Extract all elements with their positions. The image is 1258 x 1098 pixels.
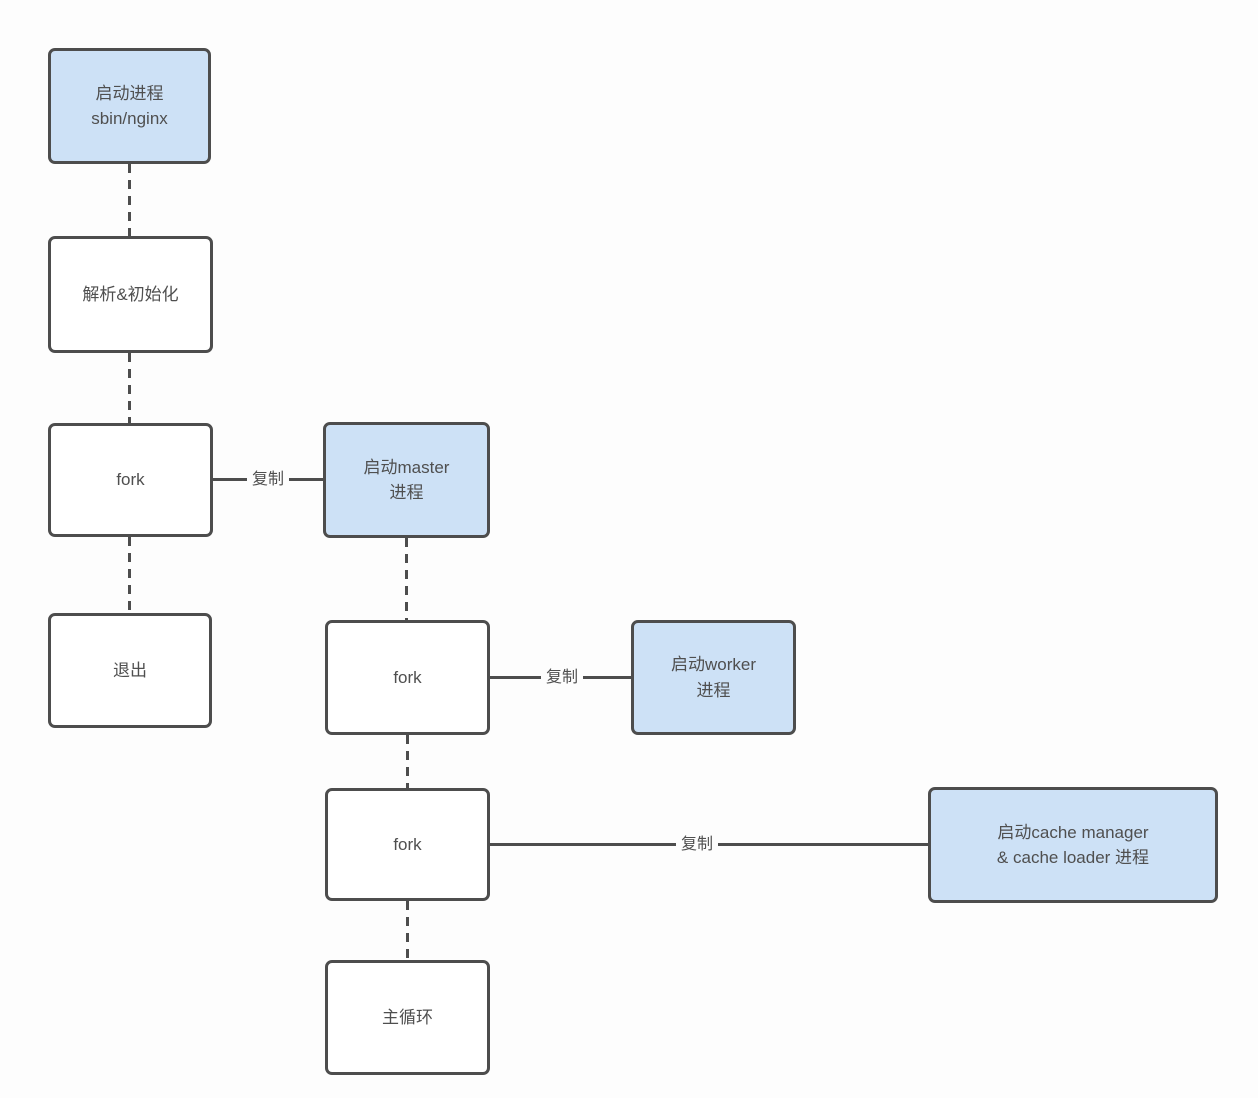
edge-label-copy-2: 复制 xyxy=(540,670,584,686)
connector-fork2-to-fork3 xyxy=(406,735,409,788)
connector-fork1-to-exit xyxy=(128,537,131,613)
node-start-master: 启动master 进程 xyxy=(323,422,490,538)
connector-start-to-parse xyxy=(128,164,131,236)
node-parse-init: 解析&初始化 xyxy=(48,236,213,353)
connector-parse-to-fork1 xyxy=(128,353,131,423)
node-fork-2: fork xyxy=(325,620,490,735)
connector-fork3-to-mainloop xyxy=(406,901,409,960)
node-exit: 退出 xyxy=(48,613,212,728)
edge-label-copy-1: 复制 xyxy=(246,472,290,488)
node-fork-1: fork xyxy=(48,423,213,537)
node-start-process: 启动进程 sbin/nginx xyxy=(48,48,211,164)
edge-label-copy-3: 复制 xyxy=(675,837,719,853)
connector-master-to-fork2 xyxy=(405,538,408,620)
node-fork-3: fork xyxy=(325,788,490,901)
node-start-cache: 启动cache manager & cache loader 进程 xyxy=(928,787,1218,903)
node-main-loop: 主循环 xyxy=(325,960,490,1075)
node-start-worker: 启动worker 进程 xyxy=(631,620,796,735)
